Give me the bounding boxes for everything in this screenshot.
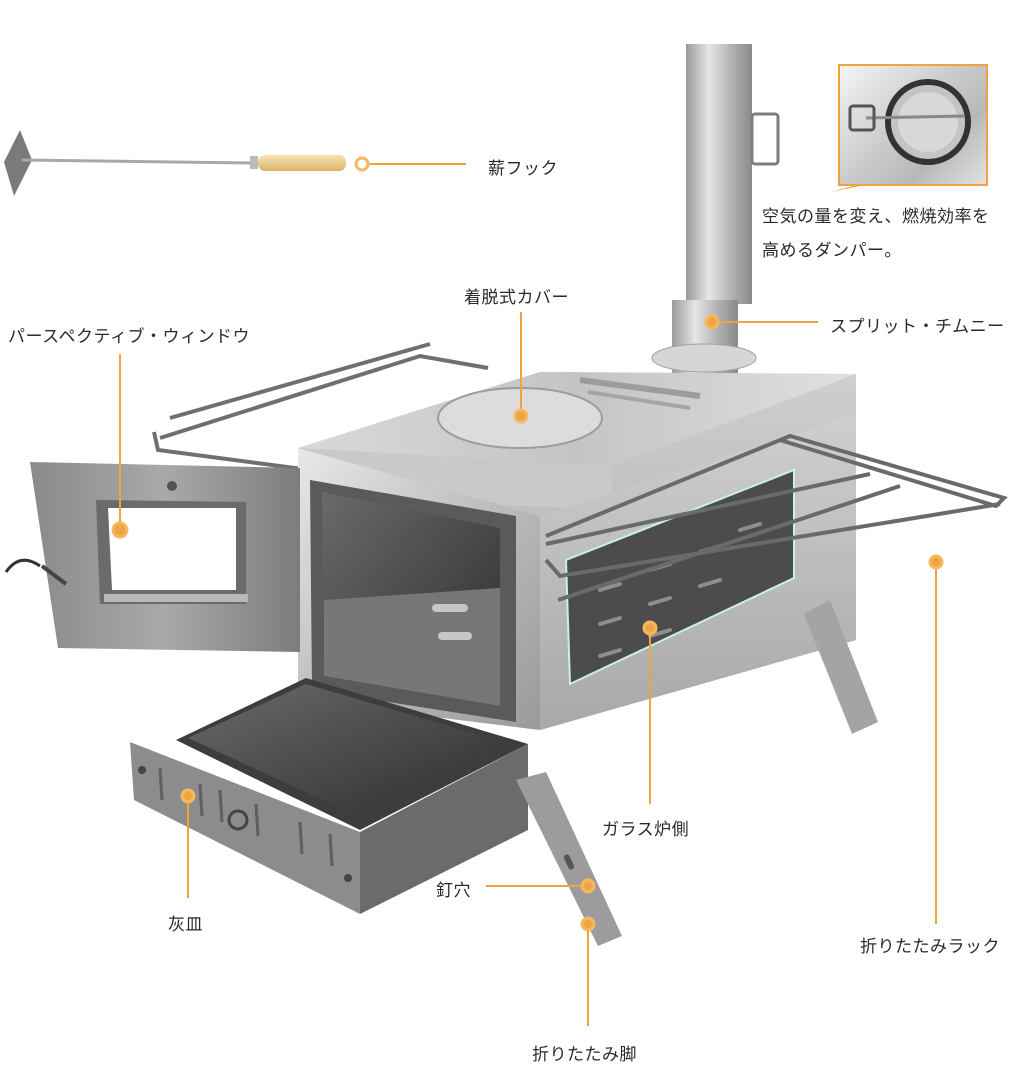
label-damper: 空気の量を変え、燃焼効率を 高めるダンパー。: [762, 200, 990, 268]
label-nail-hole: 釘穴: [436, 881, 471, 901]
glass-side-window: [564, 468, 795, 686]
glass-marker-icon: [642, 620, 658, 636]
label-window: パースペクティブ・ウィンドウ: [8, 327, 250, 347]
poker-tool: [4, 130, 346, 196]
label-poker: 薪フック: [488, 159, 558, 179]
chimney: [651, 44, 780, 376]
label-damper-line1: 空気の量を変え、燃焼効率を: [762, 207, 990, 227]
damper-inset: [838, 64, 988, 186]
callout-markers: [119, 163, 937, 1026]
ash-tray-marker-icon: [180, 788, 196, 804]
chimney-marker-icon: [704, 314, 720, 330]
window-marker-icon: [111, 521, 129, 539]
label-folding-rack: 折りたたみラック: [860, 937, 1000, 957]
nail-hole-marker-icon: [580, 878, 596, 894]
label-chimney: スプリット・チムニー: [830, 317, 1005, 337]
label-cover: 着脱式カバー: [464, 288, 569, 308]
poker-marker-icon: [354, 156, 370, 172]
ash-tray: [130, 678, 528, 914]
cover-marker-icon: [513, 408, 529, 424]
leg-marker-icon: [580, 916, 596, 932]
label-folding-leg: 折りたたみ脚: [532, 1045, 637, 1065]
front-door: [4, 462, 300, 652]
label-damper-line2: 高めるダンパー。: [762, 241, 902, 261]
label-glass-side: ガラス炉側: [602, 820, 690, 840]
right-rack: [544, 433, 1008, 602]
rack-marker-icon: [928, 554, 944, 570]
label-ash-tray: 灰皿: [168, 915, 203, 935]
firebox-opening: [310, 480, 516, 722]
folding-legs: [516, 600, 878, 946]
left-rack: [152, 342, 489, 472]
